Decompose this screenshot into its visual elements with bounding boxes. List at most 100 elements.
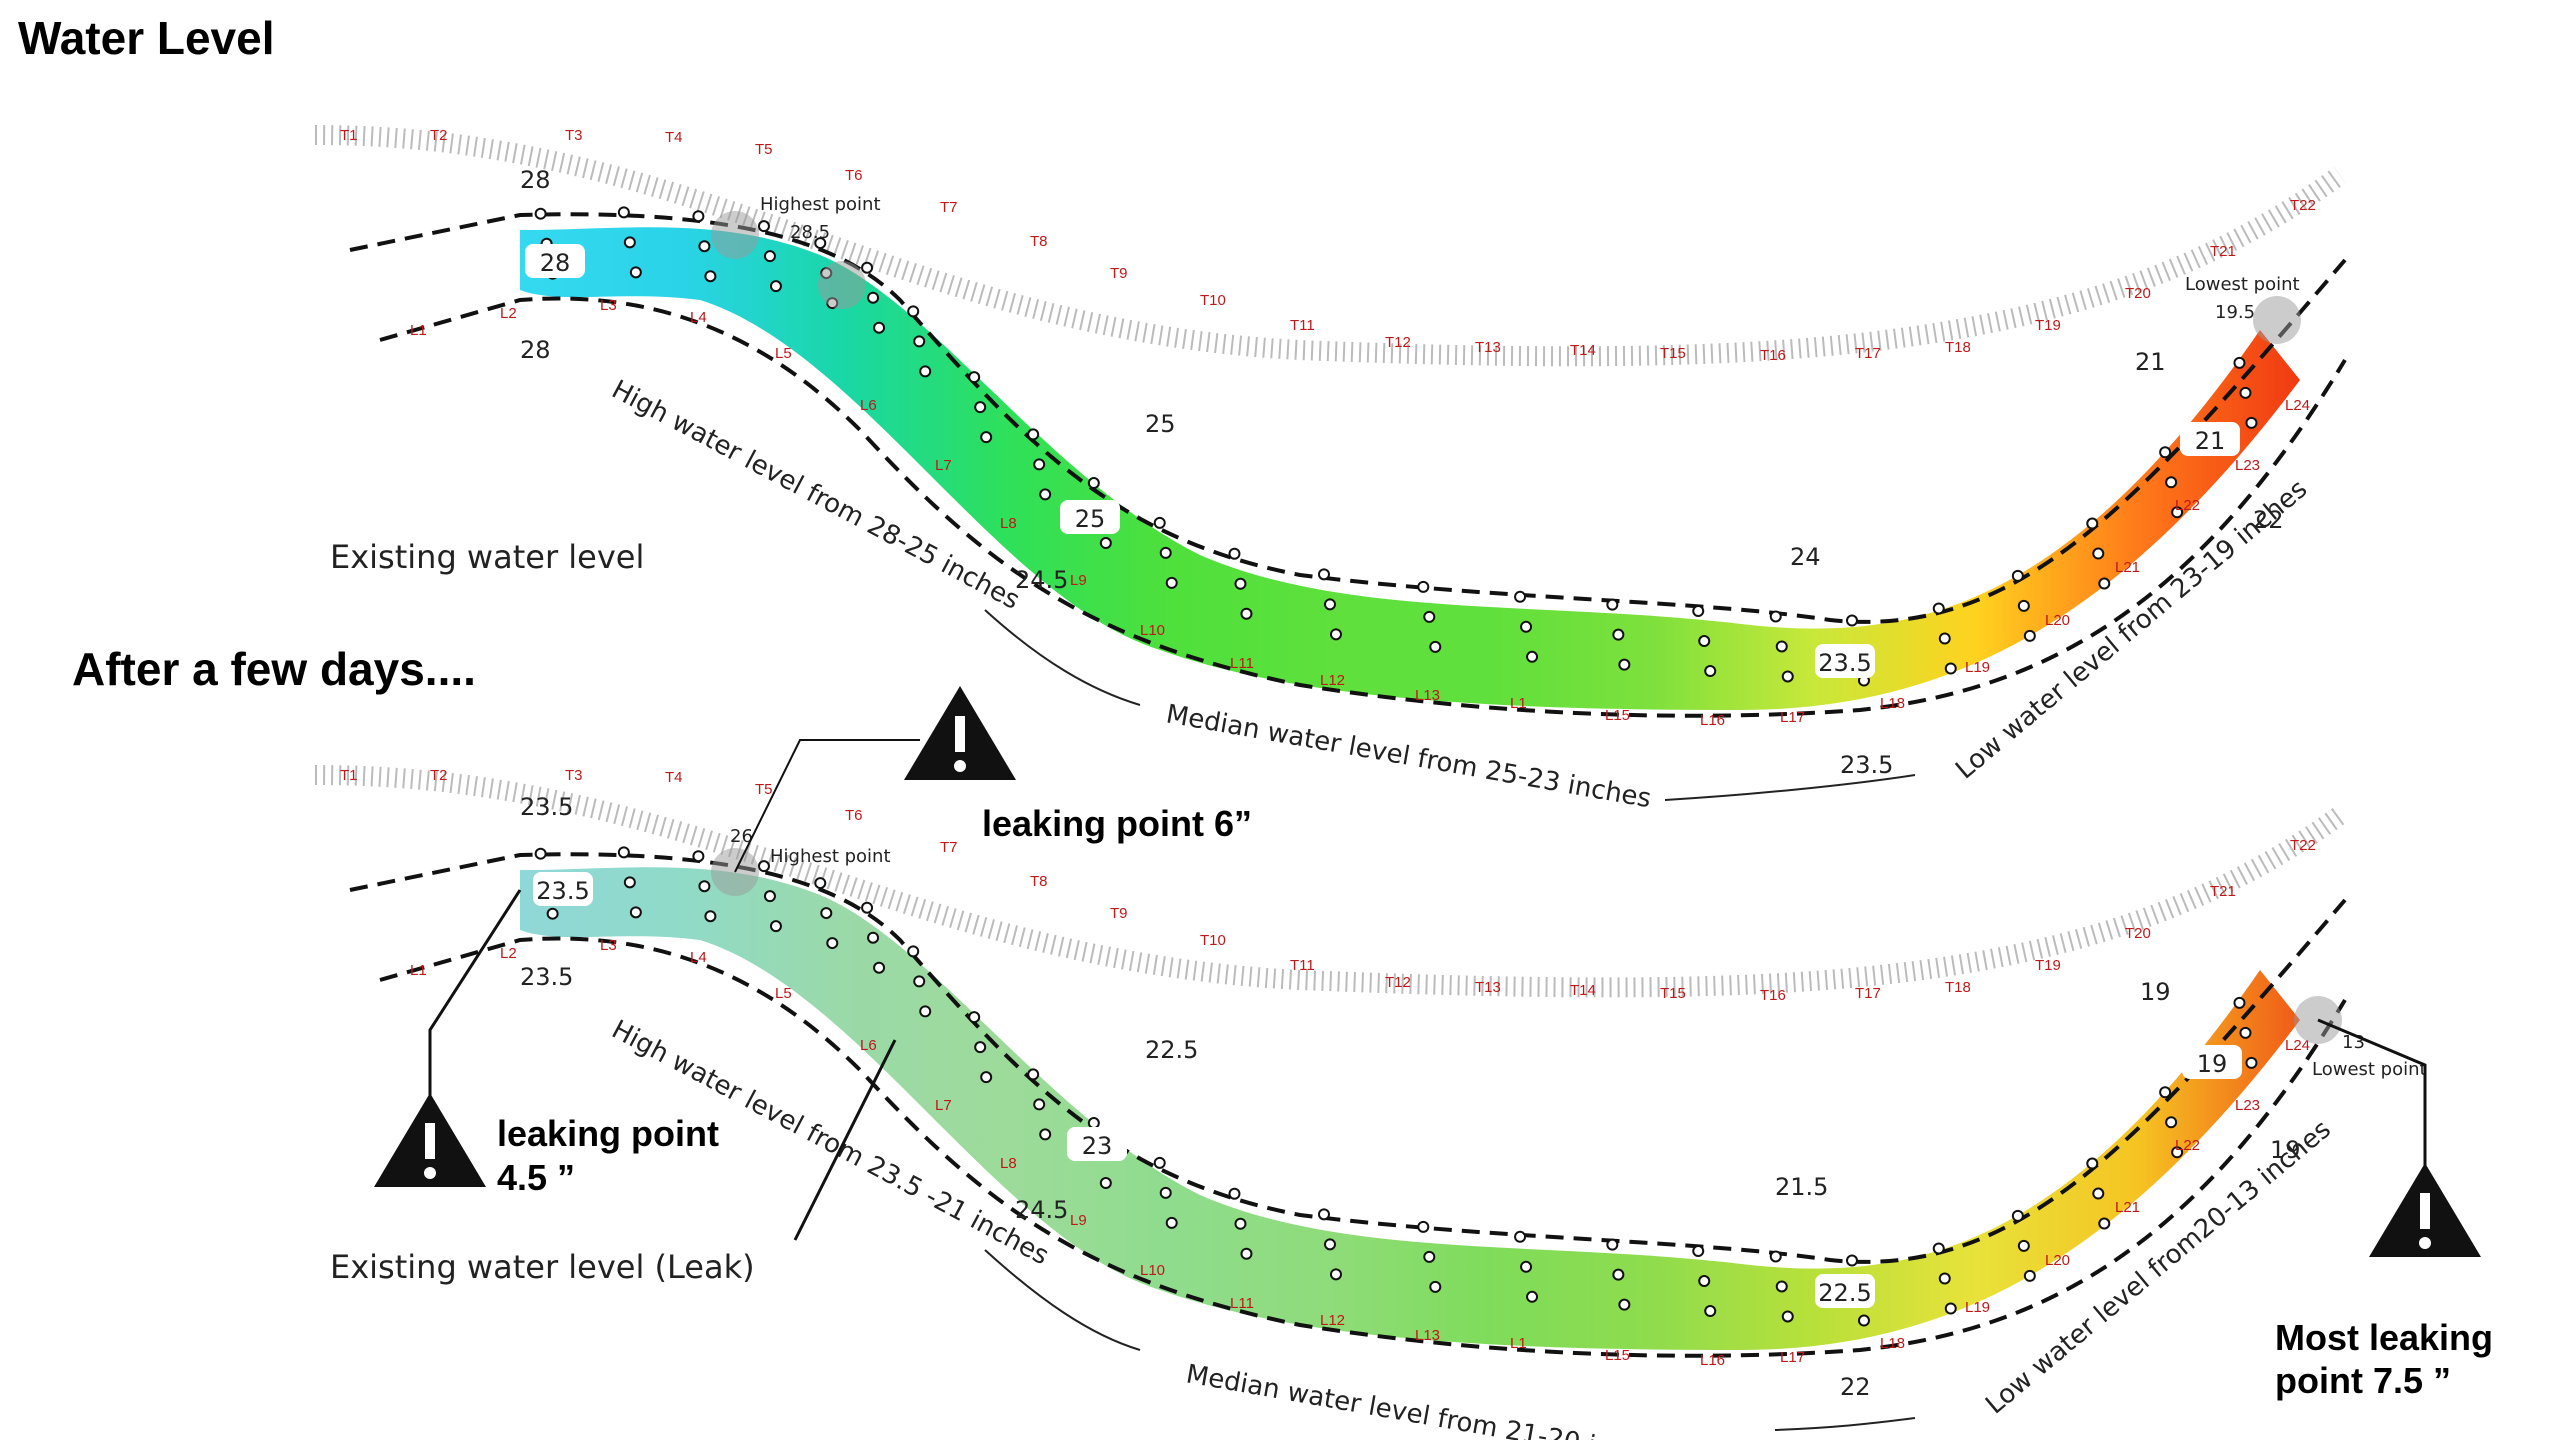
measure-dot [1087, 1117, 1100, 1130]
measure-dot [1159, 546, 1172, 559]
tick-label: T17 [1855, 345, 1881, 362]
measure-dot [1228, 1187, 1241, 1200]
leak-c-leader [2317, 1018, 2427, 1180]
measure-dot [1775, 640, 1788, 653]
tick-label: L6 [860, 397, 877, 414]
tick-label: L21 [2115, 1199, 2140, 1216]
measure-dot [913, 975, 926, 988]
dashed-edge-2 [349, 852, 2347, 1264]
tick-label: T21 [2210, 243, 2236, 260]
measure-dot [1618, 658, 1631, 671]
measure-dot [1033, 1098, 1046, 1111]
tick-label: L17 [1780, 709, 1805, 726]
measure-dot [1938, 1272, 1951, 1285]
tick-label: T4 [665, 129, 683, 146]
measure-dot [974, 401, 987, 414]
tick-label: T11 [1290, 957, 1315, 974]
measure-dot [1514, 1230, 1527, 1243]
measure-dot [2159, 1086, 2172, 1099]
measure-dot [867, 931, 880, 944]
tick-label: L8 [1000, 1155, 1017, 1172]
measure-dot [1099, 1177, 1112, 1190]
leak-a-label: leaking point 6” [982, 803, 1252, 844]
tick-label: L18 [1880, 695, 1905, 712]
tick-label: L9 [1070, 572, 1087, 589]
tick-label: L20 [2045, 612, 2070, 629]
measure-dot [2239, 386, 2252, 399]
value-box [1815, 1274, 1875, 1308]
value-box [2180, 422, 2240, 456]
measure-dot [1775, 1280, 1788, 1293]
top-rail-1 [314, 125, 2346, 367]
leak-c-label-2: point 7.5 ” [2275, 1360, 2451, 1401]
measure-dot [1769, 610, 1782, 623]
tick-label: T3 [565, 127, 583, 144]
lowest-point-label-2: Lowest point [2312, 1059, 2427, 1080]
tick-label: T4 [665, 769, 683, 786]
measure-dot [629, 266, 642, 279]
measure-dot [867, 291, 880, 304]
tick-label: L13 [1415, 1327, 1440, 1344]
measure-dot [1317, 568, 1330, 581]
measure-dot [2023, 1269, 2036, 1282]
measure-dot [704, 270, 717, 283]
tick-label: T12 [1385, 334, 1411, 351]
section-value: 28 [520, 166, 551, 194]
section-value: 19 [2197, 1050, 2228, 1078]
measure-dot [1039, 488, 1052, 501]
measure-dot [1932, 602, 1945, 615]
measure-dot [1099, 537, 1112, 550]
highest-point-label: Highest point [760, 194, 881, 215]
measure-dot [907, 945, 920, 958]
highest-point-value: 28.5 [790, 222, 830, 243]
tick-label: T16 [1760, 347, 1786, 364]
measure-dot [534, 207, 547, 220]
value-box [1060, 500, 1120, 534]
tick-label: L7 [935, 457, 952, 474]
measure-dot [534, 847, 547, 860]
tick-label: L11 [1230, 655, 1254, 672]
measure-dot [1027, 1068, 1040, 1081]
measure-dot [873, 961, 886, 974]
value-box [533, 872, 593, 906]
measure-dot [2233, 356, 2246, 369]
measure-dot [2011, 1209, 2024, 1222]
river-band-2 [520, 867, 2300, 1350]
tick-label: L3 [600, 937, 617, 954]
measure-dot [980, 1071, 993, 1084]
secondary-point-marker [818, 261, 866, 309]
note-median-2: Median water level from 21-20 inches [1184, 1359, 1674, 1440]
section-value: 21 [2195, 427, 2226, 455]
value-box [1067, 1127, 1127, 1161]
measure-dot [1240, 607, 1253, 620]
measure-dot [2092, 547, 2105, 560]
measure-dot [2017, 599, 2030, 612]
measure-dot [1606, 1238, 1619, 1251]
measure-dot [2098, 577, 2111, 590]
measure-dot [913, 335, 926, 348]
tick-label: T2 [430, 127, 448, 144]
tick-label: L8 [1000, 515, 1017, 532]
tick-label: T8 [1030, 873, 1048, 890]
measure-dot [919, 365, 932, 378]
measure-dot [974, 1041, 987, 1054]
tick-label: L18 [1880, 1335, 1905, 1352]
measure-dot [1606, 598, 1619, 611]
measure-dot [1417, 580, 1430, 593]
measure-dot [763, 890, 776, 903]
tick-label: L16 [1700, 1352, 1725, 1369]
section-value: 24.5 [1015, 1196, 1068, 1224]
tick-label: T2 [430, 767, 448, 784]
section-value: 23.5 [1818, 649, 1871, 677]
tick-label: T6 [845, 167, 863, 184]
measure-dot [1944, 1302, 1957, 1315]
measure-dot [763, 250, 776, 263]
tick-label: L15 [1605, 1347, 1630, 1364]
measure-dot [1704, 1305, 1717, 1318]
tick-label: L12 [1320, 1312, 1345, 1329]
measure-dot [2023, 629, 2036, 642]
tick-label: L12 [1320, 672, 1345, 689]
lowest-point-value: 19.5 [2215, 302, 2255, 323]
tick-label: T1 [340, 127, 358, 144]
